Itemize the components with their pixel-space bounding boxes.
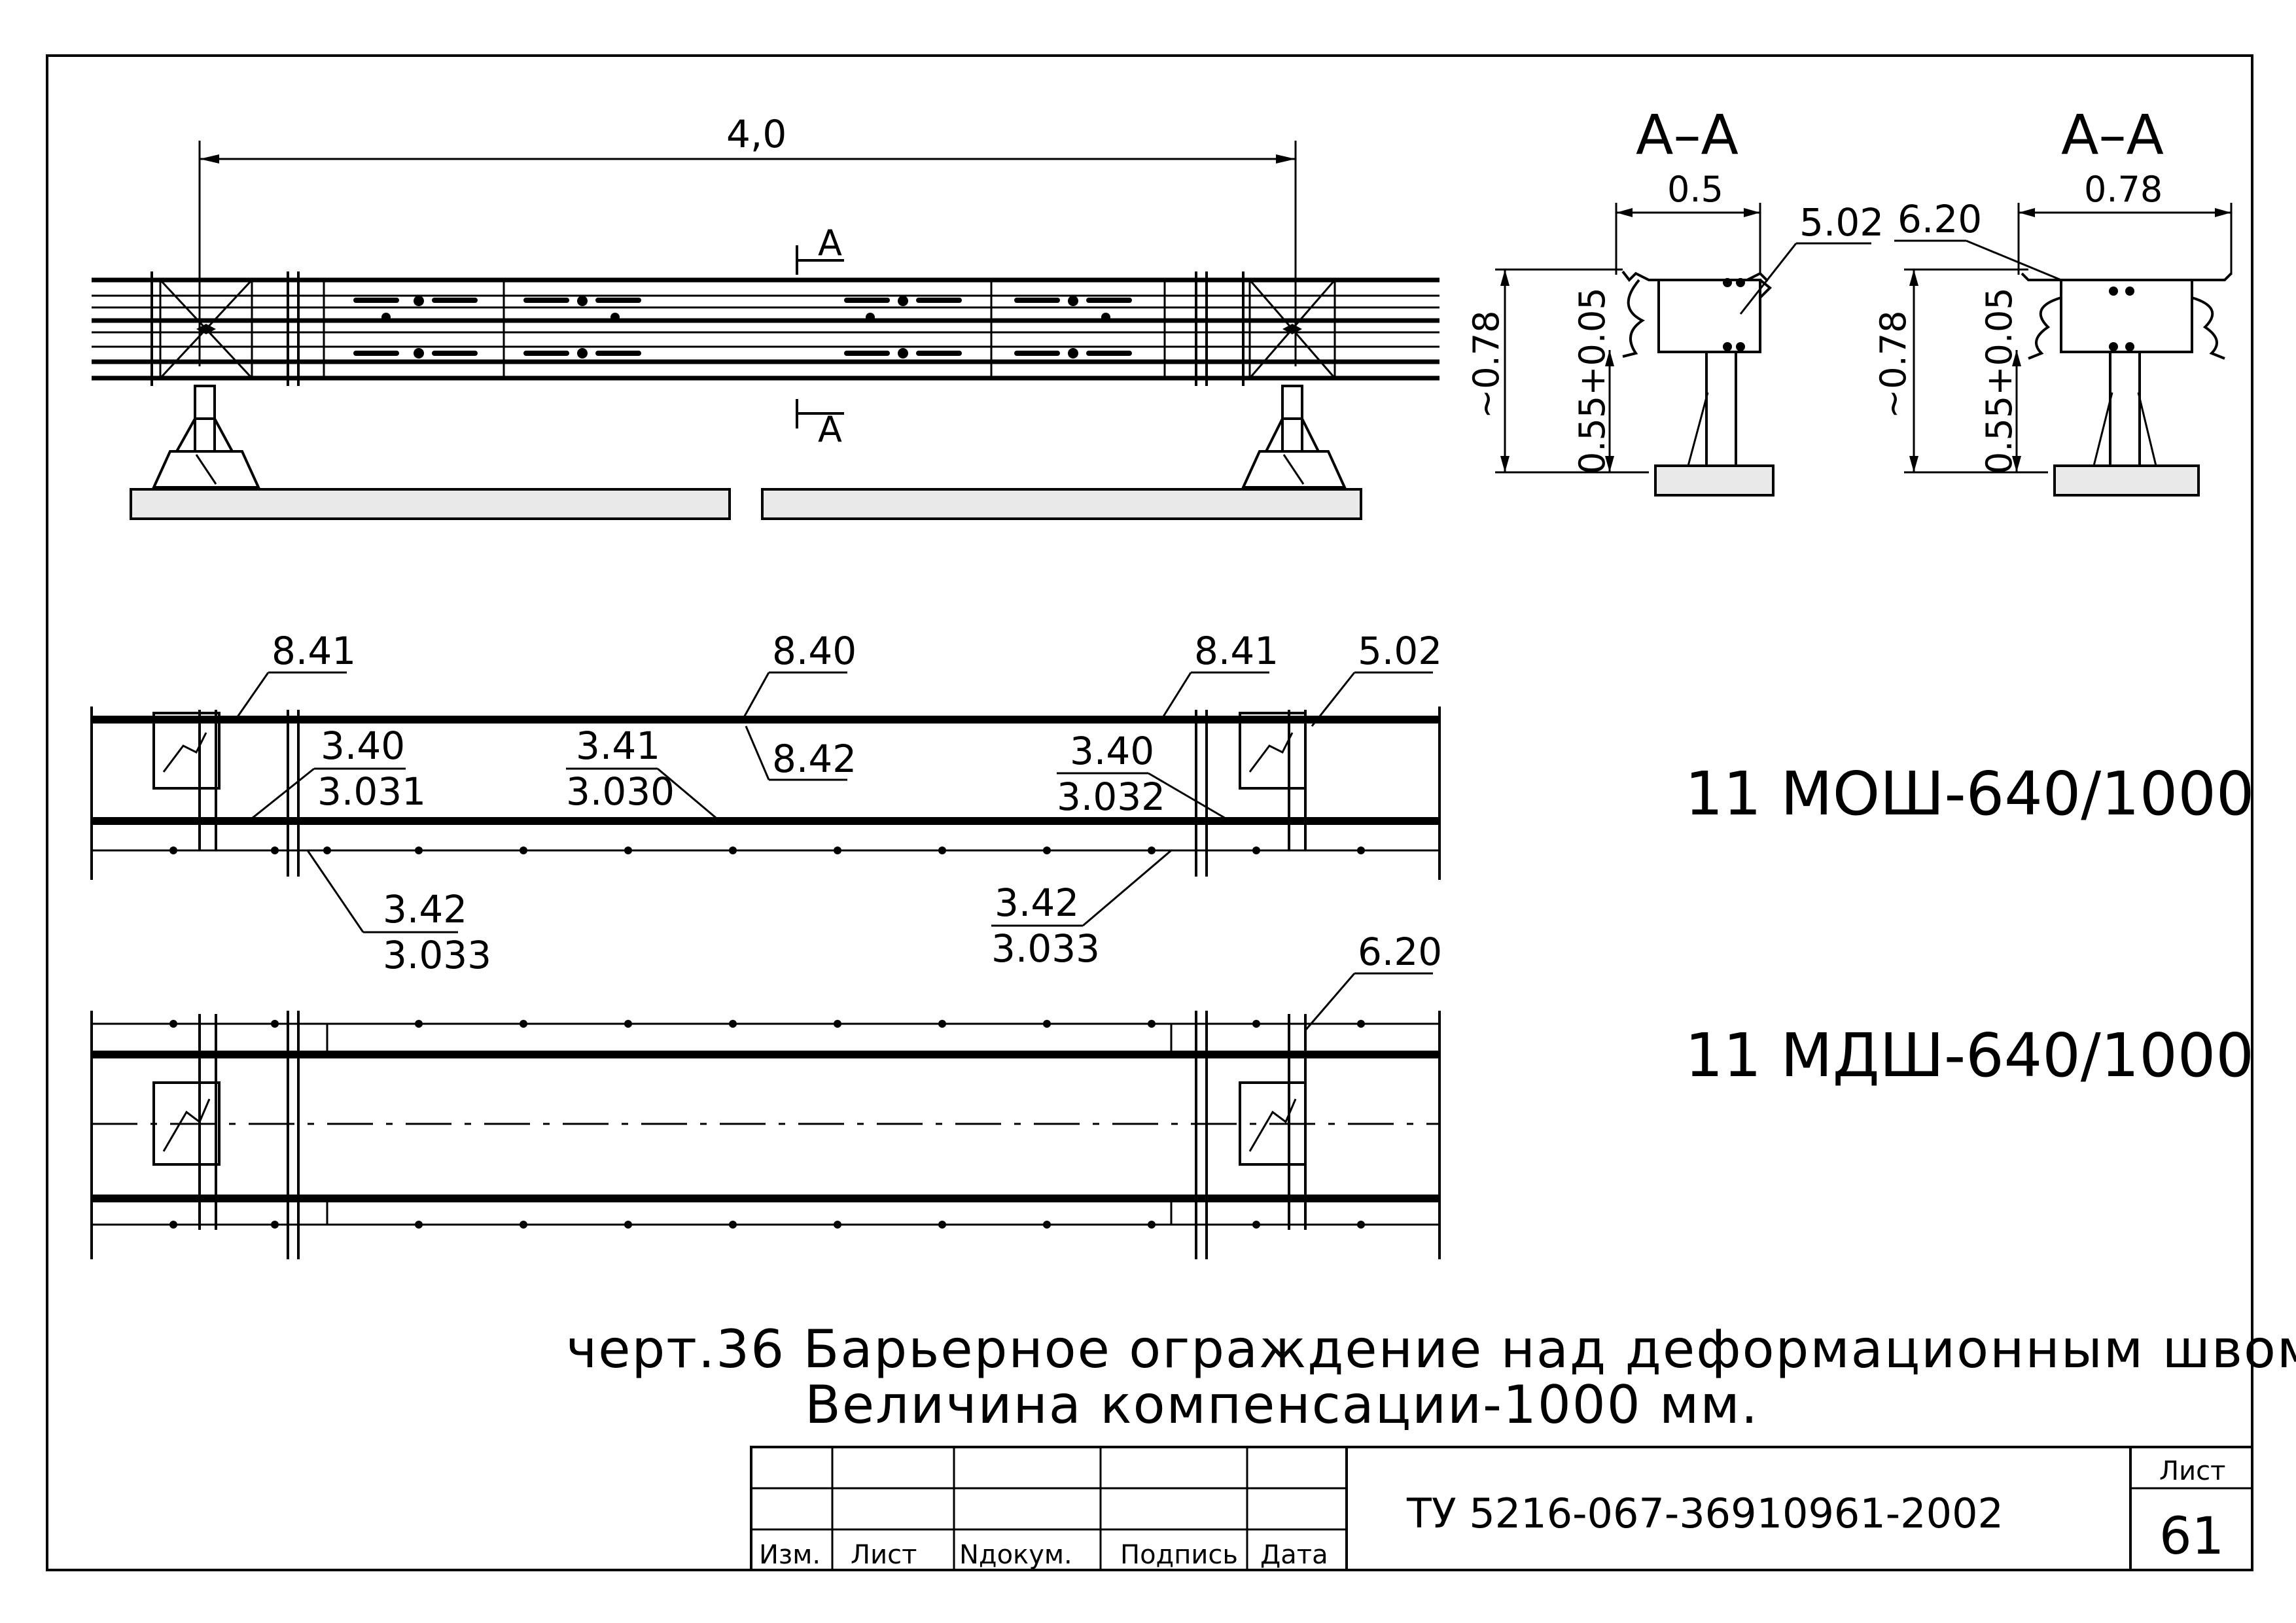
callout-3-42-right-den: 3.033	[991, 926, 1100, 971]
callout-3-41-num: 3.41	[576, 724, 660, 768]
elevation-bolts	[353, 296, 1132, 358]
caption-line-1: черт.36 Барьерное ограждение над деформа…	[566, 1319, 2296, 1380]
section-1-width: 0.5	[1667, 169, 1723, 210]
section-2-post-height: 0.55+0.05	[1979, 287, 2020, 474]
callout-3-40-left-den: 3.031	[317, 769, 426, 814]
tb-col-ndokum: Nдокум.	[959, 1540, 1072, 1570]
section-1-title: A–A	[1636, 103, 1739, 167]
tb-col-data: Дата	[1260, 1540, 1328, 1570]
tb-col-list: Лист	[851, 1540, 917, 1570]
elevation-post-right	[1241, 385, 1347, 489]
section-1-post-height: 0.55+0.05	[1572, 287, 1613, 474]
elevation-post-left	[151, 385, 261, 489]
callout-3-42-left-den: 3.033	[383, 933, 491, 977]
section-mark-bottom: A	[818, 409, 842, 450]
callout-8-40: 8.40	[772, 629, 857, 673]
callout-3-40-left-num: 3.40	[321, 724, 405, 768]
section-aa-1: A–A 0.5 ~0.78 0.55+0.05 5.02	[1466, 103, 1884, 497]
plan-view-mosh: 8.41 8.40 8.41 5.02 8.42 3.40 3.031 3.41…	[90, 629, 2254, 977]
callout-8-42: 8.42	[772, 737, 857, 781]
title-block: Изм. Лист Nдокум. Подпись Дата ТУ 5216-0…	[750, 1446, 2253, 1571]
section-1-height: ~0.78	[1466, 311, 1507, 419]
section-aa-2: A–A 0.78 ~0.78 0.55+0.05 6.20	[1873, 103, 2233, 497]
callout-3-40-right-num: 3.40	[1070, 729, 1154, 773]
ground-slab-left	[130, 488, 731, 520]
callout-6-20: 6.20	[1358, 930, 1442, 974]
callout-3-41-den: 3.030	[566, 769, 675, 814]
elevation-view: 4,0	[92, 112, 1439, 520]
callout-8-41-right: 8.41	[1194, 629, 1279, 673]
section-2-callout: 6.20	[1898, 197, 1982, 241]
caption-line-2: Величина компенсации-1000 мм.	[805, 1374, 1759, 1435]
section-1-callout: 5.02	[1799, 200, 1884, 245]
section-2-title: A–A	[2061, 103, 2164, 167]
elevation-rails	[92, 277, 1439, 381]
document-code: ТУ 5216-067-36910961-2002	[1406, 1490, 2004, 1537]
ground-slab-right	[761, 488, 1362, 520]
designation-mosh: 11 МОШ-640/1000	[1685, 759, 2254, 829]
callout-3-40-right-den: 3.032	[1057, 775, 1165, 819]
section-2-height: ~0.78	[1873, 311, 1914, 419]
tb-col-izm: Изм.	[759, 1540, 821, 1570]
section-mark-top: A	[818, 222, 842, 264]
callout-5-02: 5.02	[1358, 629, 1442, 673]
sheet-number: 61	[2159, 1507, 2224, 1566]
callout-8-41-left: 8.41	[272, 629, 356, 673]
sheet-label: Лист	[2159, 1456, 2225, 1486]
section-2-width: 0.78	[2084, 169, 2163, 210]
callout-3-42-right-num: 3.42	[995, 881, 1079, 925]
callout-3-42-left-num: 3.42	[383, 887, 467, 932]
plan-view-mdsh: 6.20 11 МДШ-640/1000	[90, 930, 2254, 1259]
tb-col-podpis: Подпись	[1120, 1540, 1238, 1570]
designation-mdsh: 11 МДШ-640/1000	[1685, 1021, 2254, 1091]
span-dimension: 4,0	[726, 112, 786, 156]
